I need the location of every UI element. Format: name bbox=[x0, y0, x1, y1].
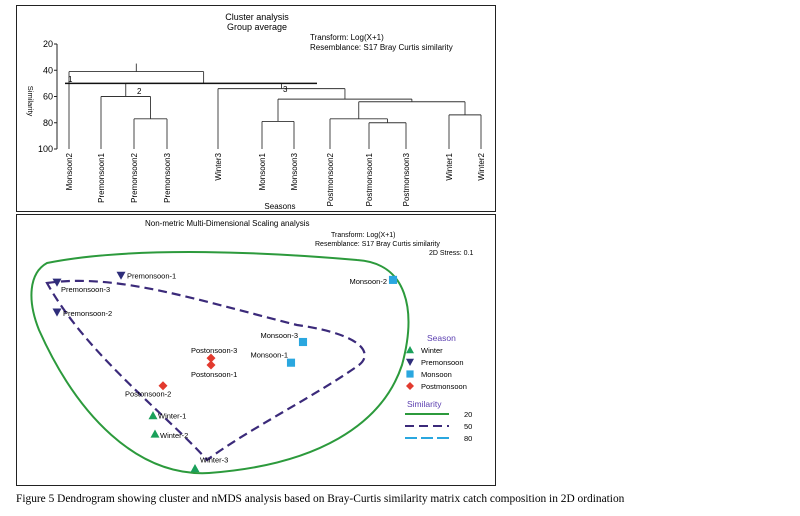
dendrogram-leaf-labels: Monsoon2 Premonsoon1 Premonsoon2 Premonsoon… bbox=[65, 152, 486, 206]
y-tick-label: 60 bbox=[43, 92, 53, 102]
point-label: Postonsoon-3 bbox=[191, 346, 237, 355]
leaf-label: Premonsoon2 bbox=[130, 152, 139, 202]
dendrogram-transform: Transform: Log(X+1) bbox=[310, 33, 384, 42]
season-legend-item: Postmonsoon bbox=[406, 382, 467, 391]
y-tick-label: 40 bbox=[43, 65, 53, 75]
leaf-label: Winter1 bbox=[445, 152, 454, 180]
nmds-point: Postonsoon-1 bbox=[191, 360, 237, 379]
point-marker bbox=[52, 278, 62, 287]
similarity-legend-item: 50 bbox=[405, 422, 472, 431]
point-label: Monsoon-1 bbox=[250, 351, 288, 360]
nmds-points: Premonsoon-1Premonsoon-3Premonsoon-2Mons… bbox=[52, 271, 398, 473]
point-label: Monsoon-3 bbox=[260, 331, 298, 340]
nmds-stress: 2D Stress: 0.1 bbox=[429, 250, 473, 257]
nmds-transform: Transform: Log(X+1) bbox=[331, 232, 396, 239]
leaf-label: Postmonsoon1 bbox=[365, 152, 374, 206]
nmds-point: Winter-1 bbox=[148, 411, 186, 421]
dendrogram-resemblance: Resemblance: S17 Bray Curtis similarity bbox=[310, 43, 453, 52]
dendrogram-x-axis-label: Seasons bbox=[264, 202, 295, 211]
similarity-legend: Similarity 20 50 80 bbox=[405, 399, 472, 443]
point-marker bbox=[150, 429, 160, 438]
nmds-point: Monsoon-3 bbox=[260, 331, 308, 347]
leaf-label: Monsoon2 bbox=[65, 152, 74, 190]
similarity-legend-item: 80 bbox=[405, 434, 472, 443]
nmds-point: Winter-2 bbox=[150, 429, 188, 440]
point-label: Winter-3 bbox=[200, 456, 228, 465]
point-label: Winter-1 bbox=[158, 412, 186, 421]
point-marker bbox=[286, 358, 296, 367]
figure-caption: Figure 5 Dendrogram showing cluster and … bbox=[16, 493, 625, 505]
season-legend-item: Winter bbox=[406, 346, 443, 355]
point-marker bbox=[190, 464, 200, 473]
legend-label: Winter bbox=[421, 346, 443, 355]
leaf-label: Postmonsoon2 bbox=[326, 152, 335, 206]
season-legend-item: Premonsoon bbox=[406, 358, 464, 367]
point-label: Premonsoon-1 bbox=[127, 271, 176, 280]
point-marker bbox=[116, 271, 126, 280]
point-marker bbox=[206, 353, 216, 363]
point-marker bbox=[52, 308, 62, 317]
legend-label: Monsoon bbox=[421, 370, 452, 379]
season-legend: Season WinterPremonsoonMonsoonPostmonsoo… bbox=[406, 333, 467, 391]
point-marker bbox=[158, 381, 168, 391]
legend-label: 50 bbox=[464, 422, 472, 431]
point-label: Premonsoon-2 bbox=[63, 309, 112, 318]
dendrogram-y-axis-label: Similarity bbox=[26, 86, 35, 117]
y-tick-label: 80 bbox=[43, 118, 53, 128]
nmds-point: Winter-3 bbox=[190, 456, 228, 473]
group-label-2: 2 bbox=[137, 87, 142, 96]
point-label: Premonsoon-3 bbox=[61, 285, 110, 294]
point-marker bbox=[406, 346, 414, 354]
point-marker bbox=[206, 360, 216, 370]
nmds-point: Monsoon-2 bbox=[349, 275, 398, 286]
leaf-label: Postmonsoon3 bbox=[402, 152, 411, 206]
point-label: Postonsoon-2 bbox=[125, 390, 171, 399]
point-marker bbox=[406, 382, 414, 390]
nmds-point: Monsoon-1 bbox=[250, 351, 296, 367]
group-label-1: 1 bbox=[68, 75, 73, 84]
point-marker bbox=[388, 275, 398, 284]
season-legend-item: Monsoon bbox=[406, 370, 452, 379]
nmds-point: Postonsoon-3 bbox=[191, 346, 237, 363]
legend-label: 80 bbox=[464, 434, 472, 443]
nmds-point: Premonsoon-1 bbox=[116, 271, 176, 280]
legend-label: Premonsoon bbox=[421, 358, 464, 367]
dendrogram-title: Cluster analysis bbox=[225, 12, 289, 22]
nmds-title: Non-metric Multi-Dimensional Scaling ana… bbox=[145, 219, 310, 228]
leaf-label: Monsoon3 bbox=[290, 152, 299, 190]
point-marker bbox=[298, 337, 308, 347]
group-label-3: 3 bbox=[283, 85, 288, 94]
dendrogram-tree bbox=[65, 63, 482, 149]
leaf-label: Winter3 bbox=[214, 152, 223, 180]
leaf-label: Winter2 bbox=[477, 152, 486, 180]
y-tick-label: 100 bbox=[38, 144, 53, 154]
similarity-legend-title: Similarity bbox=[407, 399, 442, 409]
point-marker bbox=[406, 358, 414, 366]
nmds-point: Premonsoon-2 bbox=[52, 308, 112, 318]
legend-label: Postmonsoon bbox=[421, 382, 467, 391]
nmds-resemblance: Resemblance: S17 Bray Curtis similarity bbox=[315, 241, 440, 248]
nmds-panel: Non-metric Multi-Dimensional Scaling ana… bbox=[16, 214, 496, 486]
y-tick-label: 20 bbox=[43, 39, 53, 49]
point-label: Postonsoon-1 bbox=[191, 370, 237, 379]
dendrogram-subtitle: Group average bbox=[227, 22, 287, 32]
leaf-label: Premonsoon3 bbox=[163, 152, 172, 202]
similarity-contour-20 bbox=[30, 251, 410, 475]
point-marker bbox=[406, 370, 414, 378]
point-label: Monsoon-2 bbox=[349, 277, 387, 286]
dendrogram-chart: Cluster analysis Group average Transform… bbox=[26, 12, 486, 211]
similarity-legend-item: 20 bbox=[405, 410, 472, 419]
nmds-chart: Non-metric Multi-Dimensional Scaling ana… bbox=[30, 219, 473, 475]
similarity-contour-50 bbox=[45, 279, 366, 462]
dendrogram-y-axis: 20 40 60 80 100 bbox=[38, 39, 58, 154]
nmds-point: Postonsoon-2 bbox=[125, 381, 171, 399]
legend-label: 20 bbox=[464, 410, 472, 419]
point-marker bbox=[148, 411, 158, 420]
leaf-label: Premonsoon1 bbox=[97, 152, 106, 202]
nmds-point: Premonsoon-3 bbox=[52, 278, 110, 294]
leaf-label: Monsoon1 bbox=[258, 152, 267, 190]
dendrogram-panel: Cluster analysis Group average Transform… bbox=[16, 5, 496, 212]
season-legend-title: Season bbox=[427, 333, 456, 343]
point-label: Winter-2 bbox=[160, 431, 188, 440]
